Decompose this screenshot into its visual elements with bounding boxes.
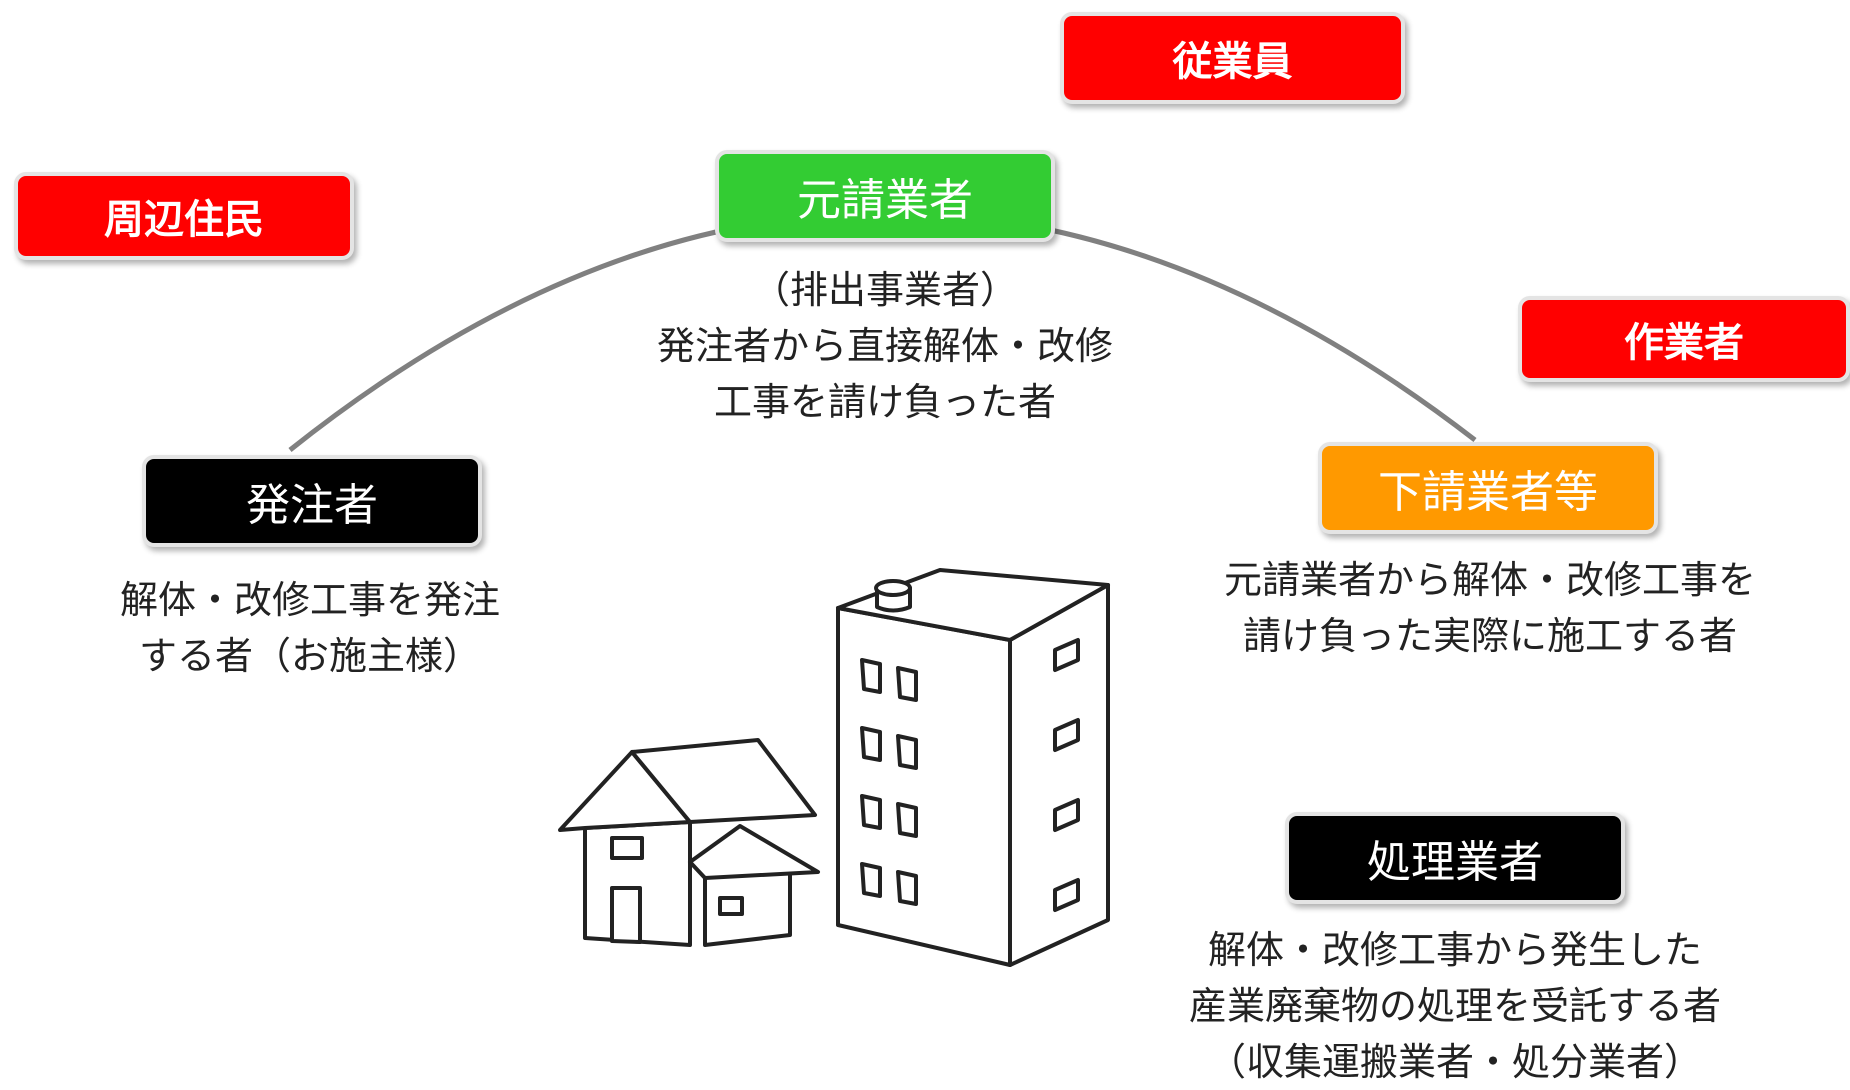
disposal-operator-description: 解体・改修工事から発生した 産業廃棄物の処理を受託する者 （収集運搬業者・処分業… [1115, 922, 1795, 1090]
role-disposal-operator: 処理業者 [1285, 812, 1625, 904]
role-prime-contractor: 元請業者 [715, 150, 1055, 242]
role-client: 発注者 [142, 455, 482, 547]
description-line: （収集運搬業者・処分業者） [1207, 1040, 1702, 1084]
badge-workers: 作業者 [1518, 296, 1850, 382]
badge-employees: 従業員 [1060, 12, 1405, 104]
badge-residents: 周辺住民 [14, 172, 354, 260]
description-line: 解体・改修工事から発生した [1207, 928, 1702, 972]
client-description: 解体・改修工事を発注 する者（お施主様） [40, 572, 580, 684]
description-line: する者（お施主様） [138, 634, 481, 678]
prime-contractor-description: （排出事業者） 発注者から直接解体・改修 工事を請け負った者 [585, 262, 1185, 430]
description-line: 元請業者から解体・改修工事を [1223, 558, 1756, 602]
subcontractor-description: 元請業者から解体・改修工事を 請け負った実際に施工する者 [1150, 552, 1830, 664]
description-line: 請け負った実際に施工する者 [1242, 614, 1737, 658]
role-subcontractor: 下請業者等 [1318, 442, 1658, 534]
description-line: 工事を請け負った者 [713, 380, 1056, 424]
description-line: 発注者から直接解体・改修 [656, 324, 1113, 368]
description-line: （排出事業者） [751, 268, 1018, 312]
house-and-building-icon [558, 568, 1110, 967]
description-line: 産業廃棄物の処理を受託する者 [1188, 984, 1721, 1028]
description-line: 解体・改修工事を発注 [119, 578, 500, 622]
